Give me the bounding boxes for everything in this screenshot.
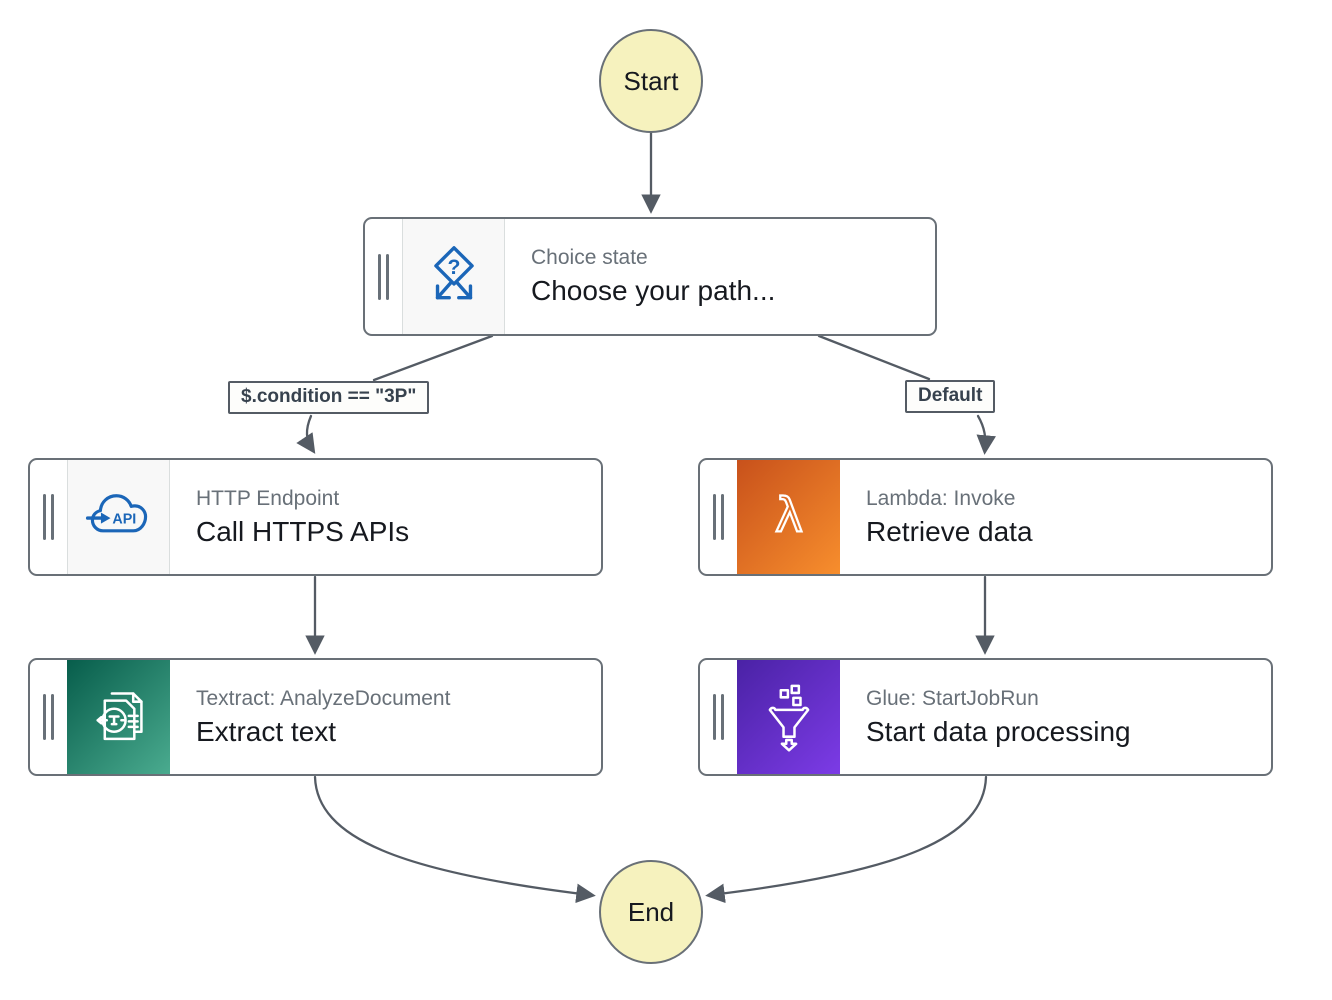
node-type-label: Lambda: Invoke (866, 486, 1016, 510)
drag-handle-icon[interactable] (30, 660, 67, 774)
condition-text: $.condition == "3P" (241, 386, 417, 407)
drag-handle-icon[interactable] (700, 460, 737, 574)
node-choice-state[interactable]: ? Choice state Choose your path... (363, 217, 937, 336)
node-textract-analyzedocument[interactable]: Textract: AnalyzeDocument Extract text (28, 658, 603, 776)
node-name-label: Start data processing (866, 715, 1131, 747)
drag-handle-icon[interactable] (365, 219, 402, 334)
end-node: End (599, 860, 703, 964)
edge-choice-to-condition-label (372, 334, 494, 382)
drag-handle-icon[interactable] (30, 460, 67, 574)
node-glue-startjobrun[interactable]: Glue: StartJobRun Start data processing (698, 658, 1273, 776)
textract-document-scan-icon (67, 660, 170, 774)
svg-text:?: ? (447, 254, 460, 278)
node-type-label: Choice state (531, 246, 648, 269)
node-name-label: Retrieve data (866, 515, 1033, 547)
edge-textract-to-end (313, 775, 596, 904)
node-name-label: Call HTTPS APIs (196, 515, 410, 547)
node-lambda-invoke[interactable]: λ Lambda: Invoke Retrieve data (698, 458, 1273, 576)
node-http-endpoint[interactable]: API HTTP Endpoint Call HTTPS APIs (28, 458, 603, 576)
end-label: End (627, 896, 675, 927)
api-cloud-icon: API (67, 460, 170, 574)
node-type-label: HTTP Endpoint (196, 486, 340, 510)
start-node: Start (599, 29, 703, 133)
edge-label-default[interactable]: Default (905, 380, 996, 413)
edge-condition-label-to-http (296, 414, 316, 454)
choice-branch-icon: ? (402, 219, 505, 334)
glue-funnel-icon (737, 660, 840, 774)
edge-glue-to-end (705, 775, 988, 904)
edge-choice-to-default-label (817, 334, 931, 381)
lambda-icon: λ (737, 460, 840, 574)
svg-text:λ: λ (775, 489, 803, 544)
node-type-label: Textract: AnalyzeDocument (196, 686, 451, 710)
start-label: Start (623, 65, 679, 96)
edge-label-condition[interactable]: $.condition == "3P" (228, 381, 430, 414)
node-name-label: Extract text (196, 715, 337, 747)
edge-default-label-to-lambda (976, 414, 996, 455)
node-name-label: Choose your path... (531, 275, 776, 306)
default-text: Default (918, 385, 983, 406)
drag-handle-icon[interactable] (700, 660, 737, 774)
node-type-label: Glue: StartJobRun (866, 686, 1039, 710)
svg-text:API: API (112, 511, 136, 527)
